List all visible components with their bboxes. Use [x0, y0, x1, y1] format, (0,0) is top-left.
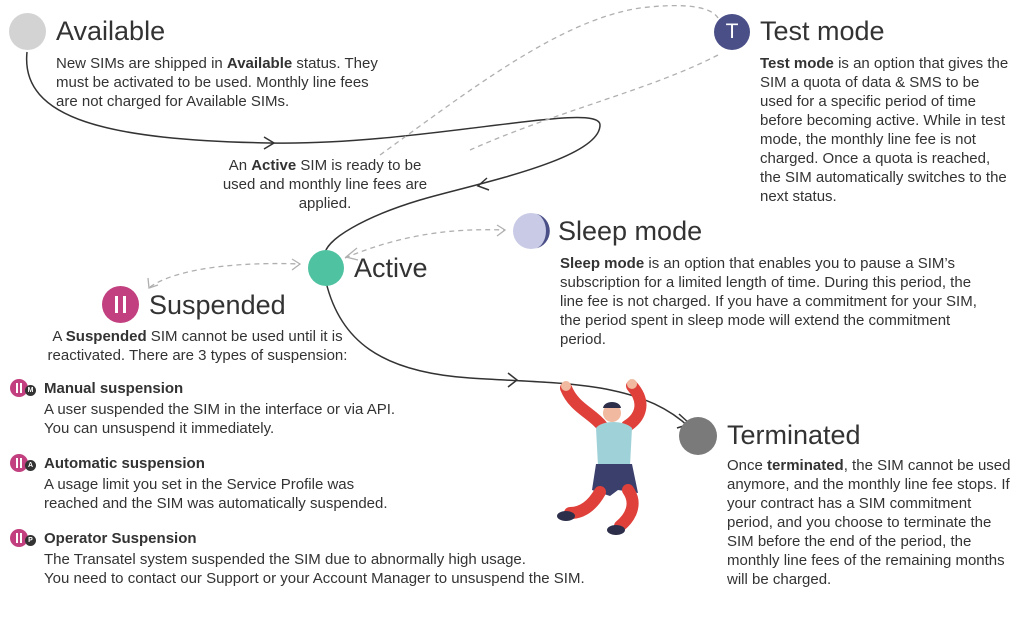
- manual-suspension-line1: A user suspended the SIM in the interfac…: [44, 401, 396, 418]
- suspended-description: A Suspended SIM cannot be used until it …: [47, 328, 348, 364]
- terminated-status-icon: [679, 417, 717, 455]
- dashed-to-test-mode: [379, 4, 719, 156]
- operator-suspension-line1: The Transatel system suspended the SIM d…: [44, 551, 526, 568]
- automatic-suspension-title: Automatic suspension: [44, 455, 205, 472]
- test-mode-icon: T: [714, 14, 750, 50]
- operator-suspension-icon: P: [10, 529, 36, 547]
- test-mode-description: Test mode is an option that gives the SI…: [760, 55, 1009, 205]
- active-status-icon: [308, 250, 344, 286]
- arrow-head: [496, 224, 507, 237]
- operator-suspension-title: Operator Suspension: [44, 530, 197, 547]
- sleep-mode-title: Sleep mode: [558, 216, 703, 246]
- active-title: Active: [354, 253, 428, 283]
- moon-icon: [513, 213, 550, 249]
- arrow-head: [476, 177, 490, 191]
- automatic-suspension-line2: reached and the SIM was automatically su…: [44, 495, 388, 512]
- manual-suspension-icon: M: [10, 379, 36, 397]
- operator-suspension-line2: You need to contact our Support or your …: [44, 570, 585, 587]
- manual-suspension-line2: You can unsuspend it immediately.: [44, 420, 275, 437]
- available-status-icon: [9, 13, 46, 50]
- dashed-test-to-active: [469, 54, 719, 151]
- manual-suspension-title: Manual suspension: [44, 380, 184, 397]
- dashed-active-sleep: [344, 229, 506, 259]
- suspended-title: Suspended: [149, 290, 286, 320]
- sleep-mode-description: Sleep mode is an option that enables you…: [560, 255, 977, 348]
- arrow-head: [291, 258, 302, 271]
- arrow-head: [507, 372, 519, 388]
- dashed-active-suspended: [149, 262, 301, 288]
- arrow-head: [344, 247, 359, 261]
- pause-icon: [102, 286, 139, 323]
- arrow-head: [263, 136, 276, 150]
- terminated-description: Once terminated, the SIM cannot be used …: [727, 457, 1011, 588]
- jumping-person-illustration: [557, 379, 647, 535]
- active-note: An Active SIM is ready to be used and mo…: [222, 157, 428, 212]
- available-title: Available: [56, 16, 166, 46]
- automatic-suspension-line1: A usage limit you set in the Service Pro…: [44, 476, 355, 493]
- arrow-head: [147, 277, 159, 289]
- automatic-suspension-icon: A: [10, 454, 36, 472]
- available-description: New SIMs are shipped in Available status…: [56, 55, 378, 110]
- available-to-active-path: [25, 51, 601, 259]
- terminated-title: Terminated: [727, 420, 861, 450]
- test-mode-title: Test mode: [760, 16, 885, 46]
